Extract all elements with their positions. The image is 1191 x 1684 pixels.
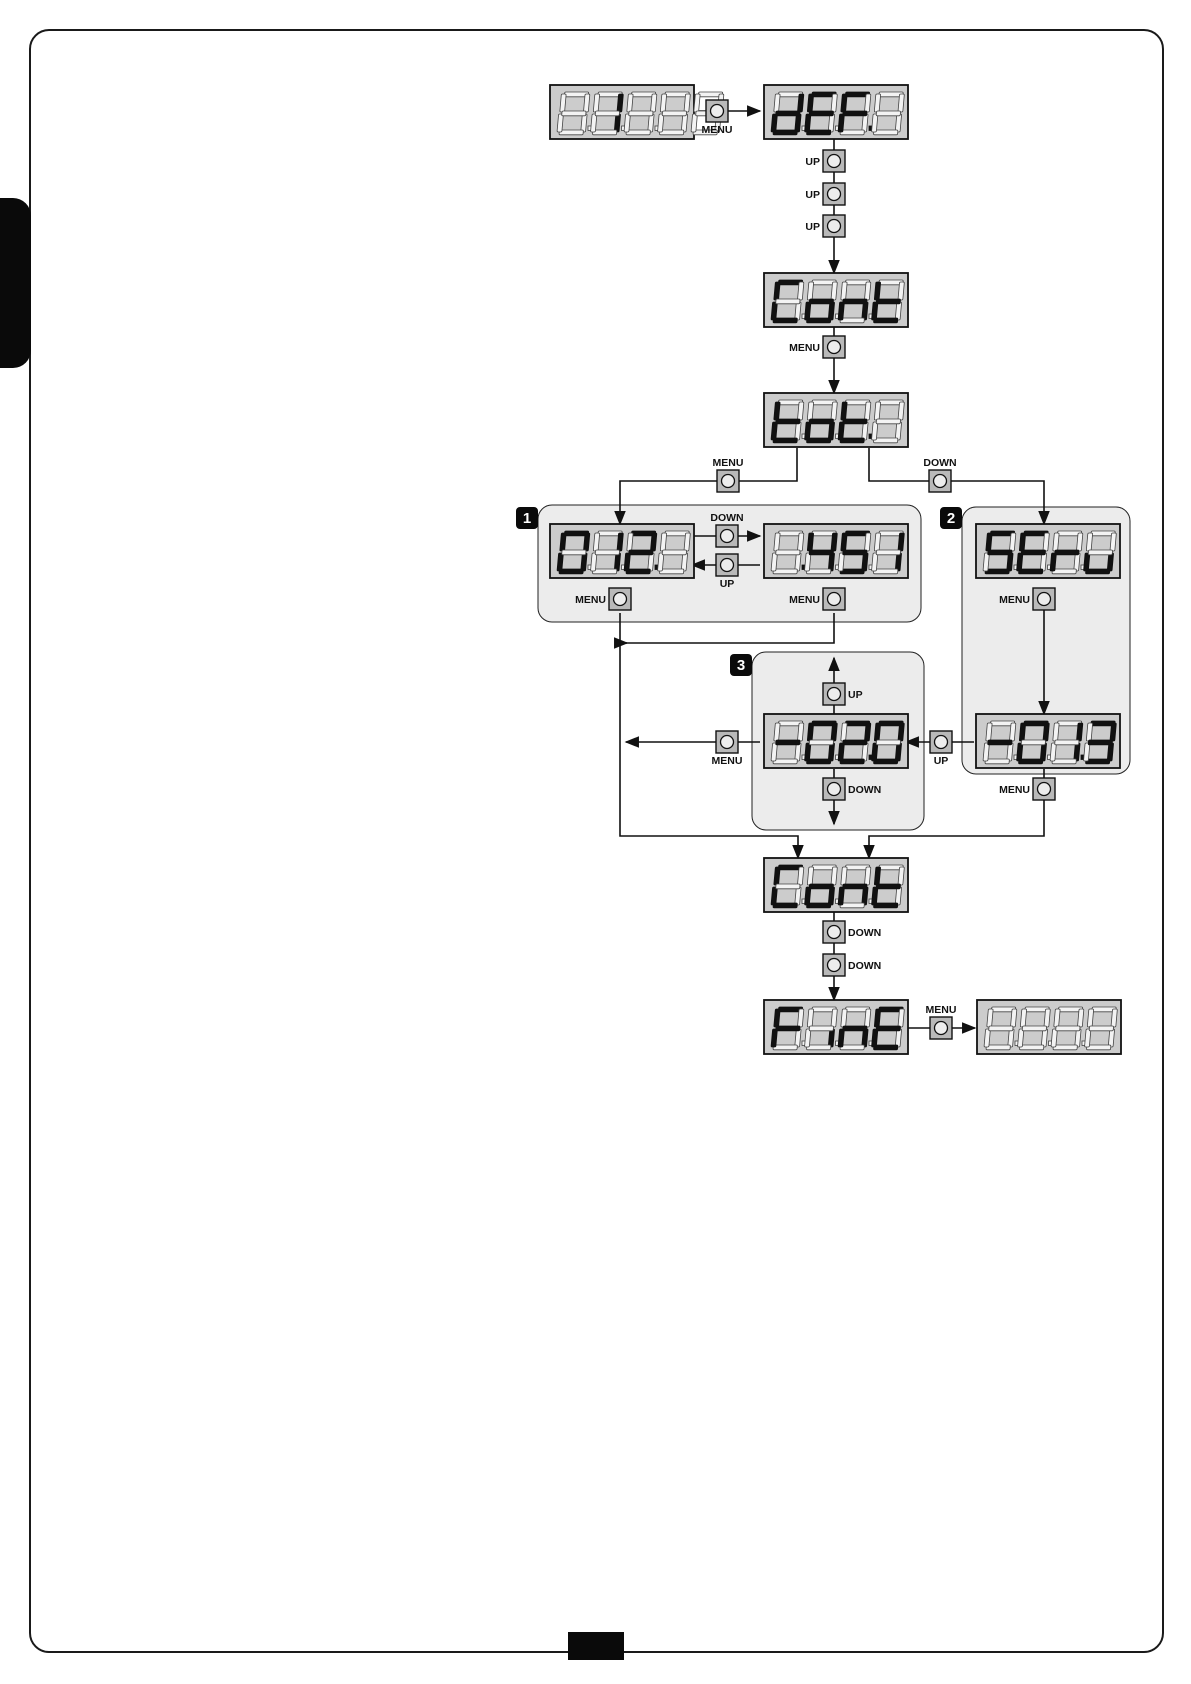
push-button-icon [934,475,947,488]
seven-segment-display-d1 [550,85,724,139]
seven-segment-display-d4 [764,393,908,447]
seven-segment-display-d6 [764,524,908,578]
push-button-icon [828,783,841,796]
section-number-1: 1 [523,510,531,527]
button-b2: UP [805,150,845,172]
button-b19: DOWN [823,954,881,976]
section-number-2: 2 [947,510,955,527]
push-button-icon [828,220,841,233]
push-button-icon [721,559,734,572]
section-number-3: 3 [737,657,745,674]
button-b5: MENU [789,336,845,358]
seven-segment-display-d11 [764,1000,908,1054]
button-label-b16: DOWN [848,784,881,796]
button-b7: DOWN [923,457,956,492]
button-label-b15: UP [848,689,863,701]
push-button-icon [828,155,841,168]
push-button-icon [935,1022,948,1035]
seven-segment-display-d8 [764,714,908,768]
seven-segment-display-d12 [977,1000,1121,1054]
button-b1: MENU [702,100,733,136]
push-button-icon [721,530,734,543]
button-label-b11: MENU [789,594,820,606]
push-button-icon [828,926,841,939]
button-b3: UP [805,183,845,205]
button-label-b14: MENU [712,755,743,767]
button-b17: MENU [999,778,1055,800]
push-button-icon [828,593,841,606]
button-label-b7: DOWN [923,457,956,469]
button-label-b3: UP [805,189,820,201]
seven-segment-display-d2 [764,85,908,139]
push-button-icon [1038,593,1051,606]
push-button-icon [1038,783,1051,796]
seven-segment-display-d7 [976,524,1120,578]
button-label-b18: DOWN [848,927,881,939]
seven-segment-display-d5 [550,524,694,578]
push-button-icon [828,959,841,972]
push-button-icon [711,105,724,118]
button-b13: UP [930,731,952,767]
push-button-icon [828,188,841,201]
seven-segment-display-d3 [764,273,908,327]
push-button-icon [828,341,841,354]
push-button-icon [935,736,948,749]
button-label-b5: MENU [789,342,820,354]
push-button-icon [614,593,627,606]
seven-segment-display-d9 [976,714,1120,768]
button-b6: MENU [713,457,744,492]
button-label-b19: DOWN [848,960,881,972]
button-b4: UP [805,215,845,237]
button-b18: DOWN [823,921,881,943]
button-label-b10: MENU [575,594,606,606]
button-b14: MENU [712,731,743,767]
button-label-b6: MENU [713,457,744,469]
button-label-b20: MENU [926,1004,957,1016]
button-label-b8: DOWN [710,512,743,524]
button-label-b13: UP [934,755,949,767]
push-button-icon [828,688,841,701]
button-label-b4: UP [805,221,820,233]
button-label-b9: UP [720,578,735,590]
button-label-b12: MENU [999,594,1030,606]
seven-segment-display-d10 [764,858,908,912]
button-b8: DOWN [710,512,743,547]
push-button-icon [722,475,735,488]
push-button-icon [721,736,734,749]
button-label-b17: MENU [999,784,1030,796]
button-b20: MENU [926,1004,957,1039]
button-label-b2: UP [805,156,820,168]
button-label-b1: MENU [702,124,733,136]
